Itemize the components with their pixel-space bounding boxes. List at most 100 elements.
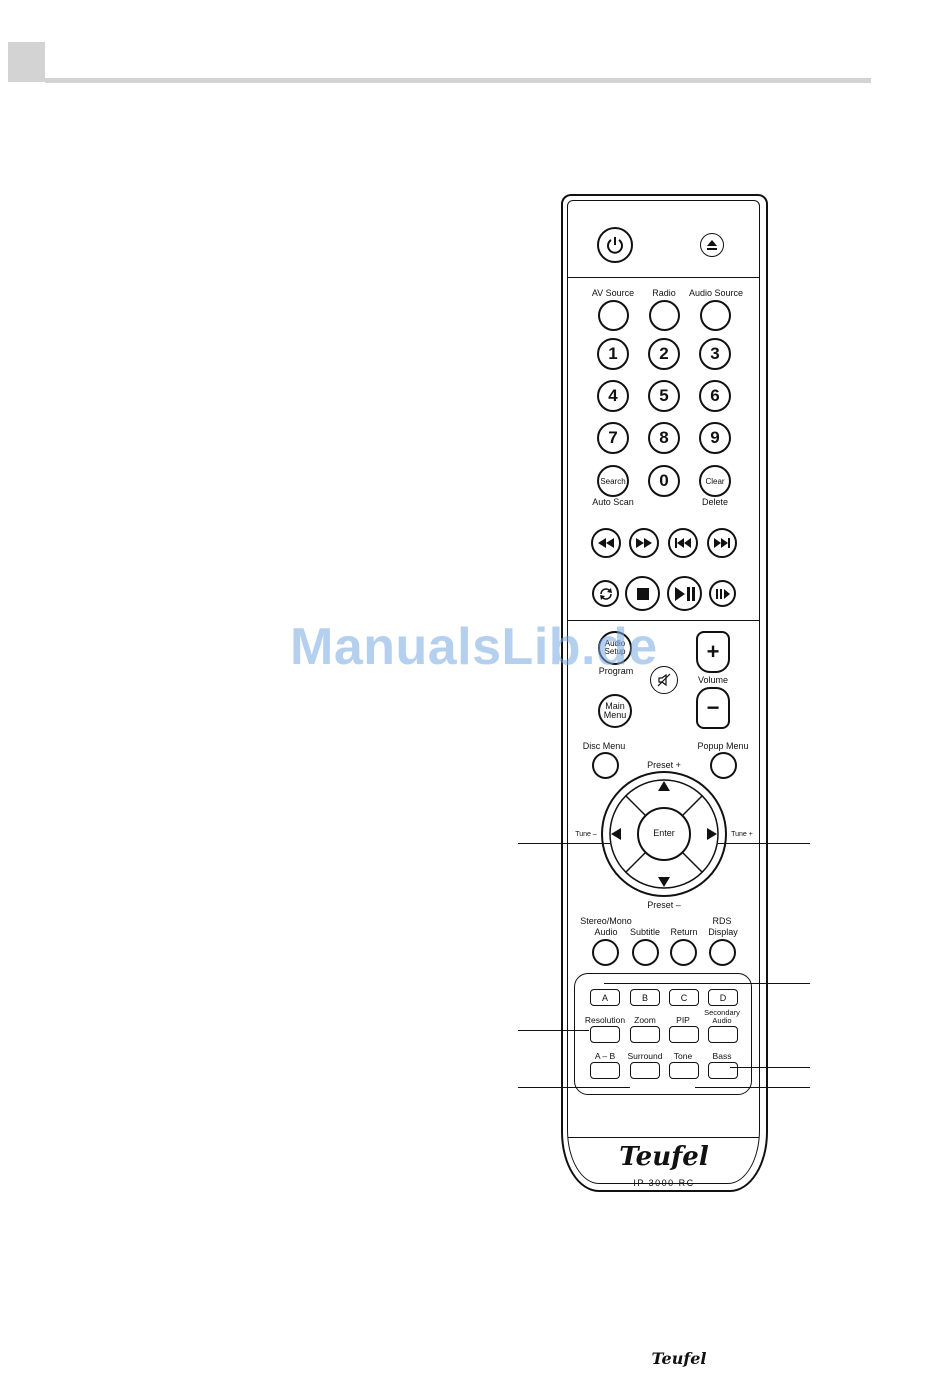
popup-menu-button[interactable] <box>710 752 737 779</box>
callout-line-bass <box>730 1067 810 1068</box>
callout-line-tune-plus <box>718 843 810 844</box>
function-keys-panel <box>574 973 752 1095</box>
stop-icon <box>636 587 649 600</box>
step-icon <box>715 588 730 599</box>
a-b-label: A – B <box>594 1051 616 1061</box>
return-button[interactable] <box>670 939 697 966</box>
play-pause-button[interactable] <box>667 576 702 611</box>
callout-line-color-keys-span <box>604 983 731 984</box>
number-button-7[interactable]: 7 <box>597 422 629 454</box>
fast-forward-button[interactable] <box>629 528 659 558</box>
mute-button[interactable] <box>650 666 678 694</box>
subtitle-button[interactable] <box>632 939 659 966</box>
divider-top <box>568 277 759 278</box>
audio-button[interactable] <box>592 939 619 966</box>
number-button-0[interactable]: 0 <box>648 465 680 497</box>
bass-button[interactable] <box>708 1062 738 1079</box>
popup-menu-label: Popup Menu <box>697 741 749 751</box>
radio-label: Radio <box>652 288 676 298</box>
preset-plus-label: Preset + <box>647 760 681 770</box>
zoom-label: Zoom <box>634 1015 656 1025</box>
header-tab <box>8 42 45 82</box>
volume-up-button[interactable]: + <box>696 631 730 673</box>
number-button-9[interactable]: 9 <box>699 422 731 454</box>
resolution-label: Resolution <box>584 1015 626 1025</box>
a-b-button[interactable] <box>590 1062 620 1079</box>
next-track-button[interactable] <box>707 528 737 558</box>
surround-button[interactable] <box>630 1062 660 1079</box>
step-button[interactable] <box>709 580 736 607</box>
audio-setup-button[interactable]: Audio Setup <box>598 631 632 665</box>
color-key-d[interactable]: D <box>708 989 738 1006</box>
radio-button[interactable] <box>649 300 680 331</box>
repeat-icon <box>599 587 612 600</box>
stop-button[interactable] <box>625 576 660 611</box>
program-label: Program <box>598 666 634 676</box>
divider-bottom <box>568 1137 759 1138</box>
tone-label: Tone <box>673 1051 693 1061</box>
remote-inner-outline <box>567 200 760 1184</box>
remote-model-label: IP 3000 RC <box>633 1178 695 1188</box>
audio-source-button[interactable] <box>700 300 731 331</box>
enter-button-label[interactable]: Enter <box>653 828 675 838</box>
secondary-audio-label: Secondary Audio <box>704 1008 740 1025</box>
tone-button[interactable] <box>669 1062 699 1079</box>
tune-plus-label: Tune + <box>731 831 753 838</box>
number-button-1[interactable]: 1 <box>597 338 629 370</box>
audio-setup-label: Audio Setup <box>604 639 626 656</box>
zoom-button[interactable] <box>630 1026 660 1043</box>
callout-line-color-keys <box>731 983 810 984</box>
skip-back-icon <box>675 538 691 548</box>
divider-middle <box>568 620 759 621</box>
auto-scan-label: Auto Scan <box>592 497 634 507</box>
skip-forward-icon <box>714 538 730 548</box>
display-label: Display <box>708 927 738 937</box>
subtitle-label: Subtitle <box>629 927 661 937</box>
number-button-6[interactable]: 6 <box>699 380 731 412</box>
power-icon <box>607 237 623 254</box>
return-label: Return <box>670 927 698 937</box>
color-key-b[interactable]: B <box>630 989 660 1006</box>
callout-line-tone <box>695 1087 810 1088</box>
remote-control: AV Source Radio Audio Source 1 2 3 4 5 6… <box>561 194 768 1192</box>
rewind-button[interactable] <box>591 528 621 558</box>
callout-line-surround <box>518 1087 630 1088</box>
header-rule <box>45 78 871 83</box>
display-button[interactable] <box>709 939 736 966</box>
main-menu-button[interactable]: Main Menu <box>598 694 632 728</box>
number-button-4[interactable]: 4 <box>597 380 629 412</box>
delete-label: Delete <box>701 497 729 507</box>
preset-minus-label: Preset – <box>647 900 681 910</box>
pip-button[interactable] <box>669 1026 699 1043</box>
volume-down-button[interactable]: − <box>696 687 730 729</box>
disc-menu-button[interactable] <box>592 752 619 779</box>
number-button-8[interactable]: 8 <box>648 422 680 454</box>
stereo-mono-label: Stereo/Mono <box>580 916 632 926</box>
number-button-2[interactable]: 2 <box>648 338 680 370</box>
clear-button[interactable]: Clear <box>699 465 731 497</box>
repeat-button[interactable] <box>592 580 619 607</box>
number-button-5[interactable]: 5 <box>648 380 680 412</box>
bass-label: Bass <box>712 1051 732 1061</box>
audio-source-label: Audio Source <box>688 288 744 298</box>
color-key-c[interactable]: C <box>669 989 699 1006</box>
audio-label: Audio <box>594 927 618 937</box>
callout-line-resolution <box>518 1030 589 1031</box>
watermark: ManualsLib.de <box>290 618 658 676</box>
rds-label: RDS <box>712 916 732 926</box>
eject-icon <box>707 240 717 250</box>
color-key-a[interactable]: A <box>590 989 620 1006</box>
pip-label: PIP <box>676 1015 690 1025</box>
secondary-audio-button[interactable] <box>708 1026 738 1043</box>
search-button[interactable]: Search <box>597 465 629 497</box>
power-button[interactable] <box>597 227 633 263</box>
eject-button[interactable] <box>700 233 724 257</box>
previous-track-button[interactable] <box>668 528 698 558</box>
number-button-3[interactable]: 3 <box>699 338 731 370</box>
resolution-button[interactable] <box>590 1026 620 1043</box>
play-pause-icon <box>674 586 695 601</box>
navigation-pad[interactable] <box>601 770 727 898</box>
disc-menu-label: Disc Menu <box>582 741 626 751</box>
volume-label: Volume <box>697 675 729 685</box>
av-source-button[interactable] <box>598 300 629 331</box>
